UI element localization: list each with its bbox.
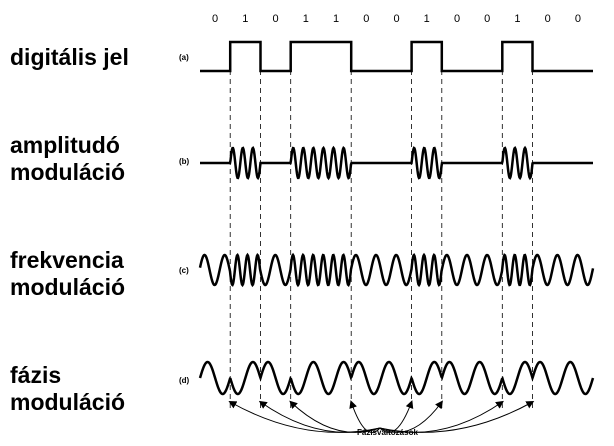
label-frequency-modulation: frekvencia moduláció xyxy=(10,247,125,301)
phase-modulation-waveform xyxy=(198,360,595,396)
phase-change-arrows xyxy=(228,400,535,433)
bit-label: 0 xyxy=(545,13,551,25)
bit-label: 0 xyxy=(273,13,279,25)
label-line: moduláció xyxy=(10,389,126,415)
label-line: moduláció xyxy=(10,274,126,300)
bit-label: 1 xyxy=(303,13,309,25)
bit-label: 0 xyxy=(484,13,490,25)
bit-label: 0 xyxy=(393,13,399,25)
label-line: frekvencia xyxy=(10,247,124,273)
row-marker-d: (d) xyxy=(179,376,190,385)
phase-change-arrow xyxy=(349,400,381,433)
bit-label: 1 xyxy=(424,13,430,25)
row-marker-a: (a) xyxy=(179,53,189,62)
bit-label: 1 xyxy=(242,13,248,25)
bit-label: 0 xyxy=(454,13,460,25)
bit-label: 0 xyxy=(212,13,218,25)
bit-label: 0 xyxy=(575,13,581,25)
row-marker-b: (b) xyxy=(179,157,190,166)
frequency-modulation-waveform xyxy=(198,252,595,288)
phase-change-arrow xyxy=(379,401,535,433)
phase-change-arrow xyxy=(228,401,381,433)
label-line: amplitudó xyxy=(10,132,120,158)
digital-signal-waveform xyxy=(200,40,593,73)
phase-change-arrow xyxy=(379,400,414,433)
amplitude-modulation-waveform xyxy=(200,145,593,181)
label-line: moduláció xyxy=(10,159,126,185)
label-line: digitális jel xyxy=(10,44,129,70)
bit-label: 1 xyxy=(333,13,339,25)
bit-label: 1 xyxy=(514,13,520,25)
bit-boundary-guides xyxy=(229,70,533,410)
label-digital-signal: digitális jel xyxy=(10,44,129,71)
phase-changes-caption: Fázisváltozások xyxy=(357,428,418,437)
bit-labels: 0 1 0 1 1 0 0 1 0 0 1 0 0 xyxy=(212,13,581,25)
phase-change-arrow xyxy=(379,400,443,433)
label-phase-modulation: fázis moduláció xyxy=(10,362,125,416)
label-amplitude-modulation: amplitudó moduláció xyxy=(10,132,125,186)
phase-change-arrow xyxy=(289,400,381,433)
row-marker-c: (c) xyxy=(179,266,189,275)
label-line: fázis xyxy=(10,362,62,388)
bit-label: 0 xyxy=(363,13,369,25)
